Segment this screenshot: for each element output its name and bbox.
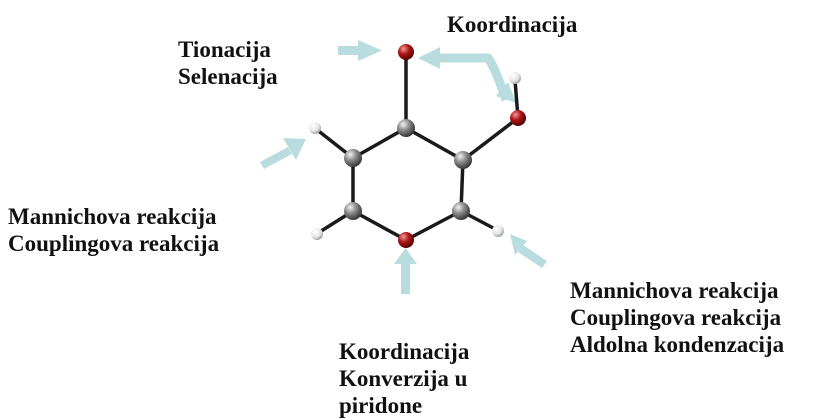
label-line: Koordinacija [447, 12, 578, 37]
arrow-group [260, 40, 547, 294]
label-left-reactions: Mannichova reakcija Couplingova reakcija [8, 203, 219, 257]
carbon-atom [344, 149, 362, 167]
carbonyl-oxygen-atom [398, 44, 414, 60]
bond [351, 209, 408, 242]
bond [461, 116, 520, 162]
hydrogen-atom [492, 225, 504, 237]
label-line: piridone [339, 393, 423, 418]
label-line: Couplingova reakcija [8, 231, 220, 256]
arrow-coordination-top [418, 47, 516, 103]
hydrogen-atom [509, 72, 521, 84]
bond [404, 209, 463, 242]
bond [404, 126, 465, 162]
hydrogen-atom [309, 122, 321, 134]
label-line: Konverzija u [339, 366, 468, 391]
arrow-to-ring-oxygen [394, 248, 417, 294]
label-line: Koordinacija [339, 339, 470, 364]
bond [351, 126, 408, 160]
label-line: Tionacija [178, 37, 271, 62]
label-koordinacija-top: Koordinacija [447, 11, 577, 38]
arrow-to-carbonyl-oxygen [338, 40, 382, 61]
carbon-atom [454, 151, 472, 169]
label-line: Aldolna kondenzacija [570, 332, 785, 357]
atom-group [309, 44, 526, 248]
label-bottom-center: Koordinacija Konverzija u piridone [339, 338, 469, 418]
hydrogen-atom [311, 228, 323, 240]
label-tionacija-selenacija: Tionacija Selenacija [178, 36, 278, 90]
label-line: Couplingova reakcija [570, 305, 782, 330]
carbon-atom [344, 202, 362, 220]
arrow-to-right-hydrogen [510, 234, 547, 268]
hydroxyl-oxygen-atom [510, 110, 526, 126]
carbon-atom [397, 119, 415, 137]
label-right-reactions: Mannichova reakcija Couplingova reakcija… [570, 277, 784, 358]
label-line: Mannichova reakcija [570, 278, 779, 303]
label-line: Mannichova reakcija [8, 204, 217, 229]
ring-oxygen-atom [398, 232, 414, 248]
carbon-atom [452, 202, 470, 220]
arrow-to-left-hydrogen [260, 138, 306, 169]
label-line: Selenacija [178, 64, 278, 89]
